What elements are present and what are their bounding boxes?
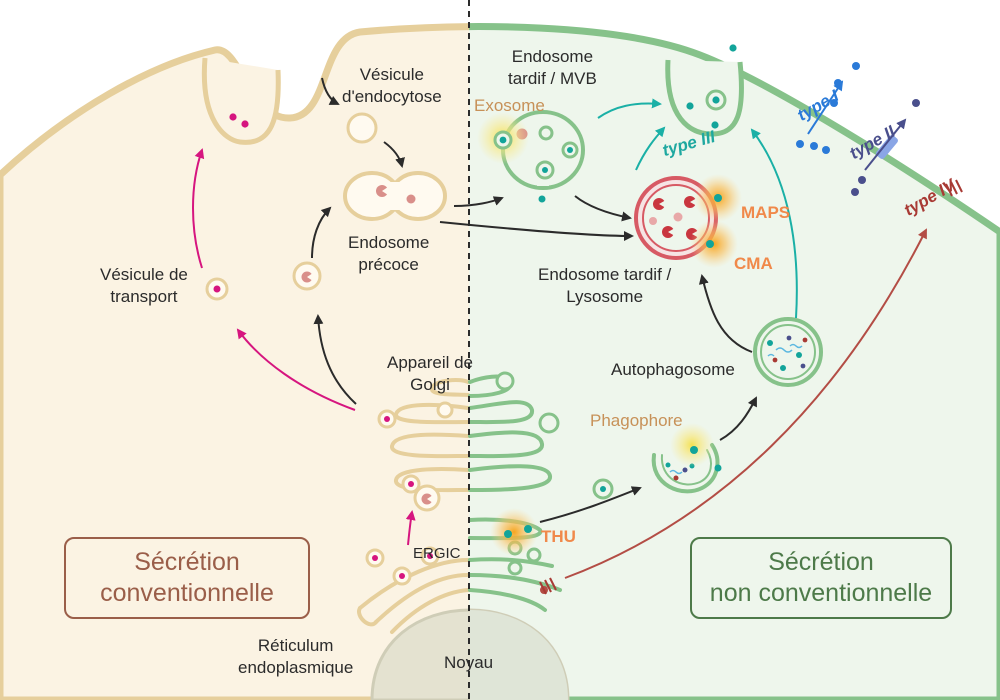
exocytic-pocket <box>665 44 745 137</box>
ergic-vesicles <box>365 546 440 586</box>
label-maps: MAPS <box>741 203 791 222</box>
arrow-thu-to-phagophore <box>539 486 642 523</box>
label-endosome-tardif-mvb: Endosome tardif / MVB <box>508 47 597 88</box>
label-noyau: Noyau <box>444 653 494 672</box>
label-vesicule-endocytose: Vésicule d'endocytose <box>342 65 442 106</box>
endocytic-pocket <box>201 57 281 145</box>
arrow-type-iii <box>635 126 666 171</box>
arrow-early-to-mvb <box>453 196 504 207</box>
label-autophagosome: Autophagosome <box>611 360 735 379</box>
arrow-vesicle-to-early <box>311 206 332 259</box>
vesicle-to-early-endosome <box>292 261 322 291</box>
type-i-channel <box>796 62 860 154</box>
arrow-mvb-to-lysosome <box>574 195 632 222</box>
arrow-autophagosome-to-lysosome <box>698 274 753 353</box>
panel-conventional-text: Sécrétion conventionnelle <box>100 548 274 607</box>
arrow-pocket-to-vesicle <box>321 77 340 105</box>
label-phagophore: Phagophore <box>590 411 683 430</box>
type-iv-channel-membrane <box>945 179 963 197</box>
type-ii-channel <box>851 99 920 196</box>
label-appareil-golgi: Appareil de Golgi <box>387 353 474 394</box>
thu-glow <box>490 508 538 556</box>
label-thu: THU <box>541 527 576 546</box>
label-cma: CMA <box>734 254 773 273</box>
panel-secretion-non-conventionnelle: Sécrétion non conventionnelle <box>690 537 952 619</box>
golgi-cargo-vesicle <box>413 484 441 512</box>
arrow-mvb-to-pocket <box>597 98 662 119</box>
arrow-golgi-to-transport <box>236 328 356 411</box>
label-endosome-tardif-lysosome: Endosome tardif / Lysosome <box>538 265 672 306</box>
arrow-phagophore-to-autophagosome <box>719 396 757 441</box>
phagophore-glow <box>670 423 714 467</box>
label-exosome: Exosome <box>474 96 545 115</box>
arrow-ergic-to-golgi <box>405 510 416 546</box>
arrow-autophagosome-to-pocket <box>750 128 798 319</box>
endocytic-vesicle <box>346 112 378 144</box>
arrow-type-iv <box>564 228 927 579</box>
type-iv-channel-er <box>539 577 557 595</box>
cell-body-right <box>469 23 1000 700</box>
early-endosome <box>343 171 447 221</box>
panel-nonconventional-text: Sécrétion non conventionnelle <box>709 548 933 607</box>
panel-secretion-conventionnelle: Sécrétion conventionnelle <box>64 537 310 619</box>
arrow-transport-to-pocket <box>192 148 205 269</box>
label-endosome-precoce: Endosome précoce <box>348 233 430 274</box>
er-left <box>357 558 470 634</box>
autophagosome <box>753 317 823 387</box>
label-reticulum: Réticulum endoplasmique <box>238 636 354 677</box>
arrow-early-to-lysosome <box>439 221 634 241</box>
label-vesicule-transport: Vésicule de transport <box>100 265 188 306</box>
label-ergic: ERGIC <box>413 545 461 562</box>
arrow-golgi-to-left <box>313 314 357 405</box>
transport-vesicle-left <box>205 277 229 301</box>
arrow-vesicle-to-endosome <box>383 141 405 168</box>
